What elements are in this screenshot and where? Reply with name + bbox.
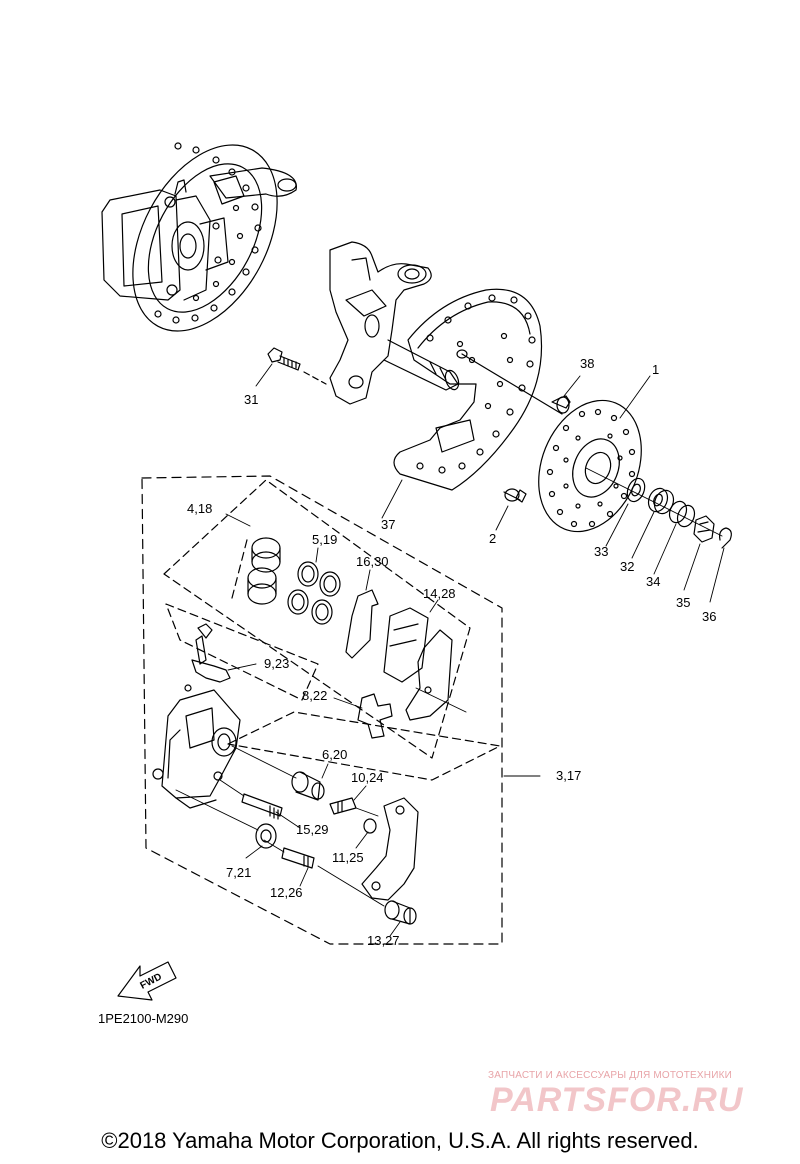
bleed-screw-9-23 xyxy=(191,623,231,683)
nut-35 xyxy=(693,515,715,543)
part-label-35: 35 xyxy=(676,595,691,610)
watermark-brand-logo: PARTSFOR.RU xyxy=(490,1081,744,1119)
washer-33 xyxy=(626,477,646,503)
part-label-14-28: 14,28 xyxy=(423,586,456,601)
watermark-tagline: ЗАПЧАСТИ И АКСЕССУАРЫ ДЛЯ МОТОТЕХНИКИ xyxy=(488,1070,733,1081)
pistons-4-18 xyxy=(247,537,281,605)
seals-5-19 xyxy=(287,561,341,625)
part-label-37: 37 xyxy=(381,517,396,532)
bolt-38 xyxy=(551,395,571,414)
seal-kit-outline xyxy=(165,603,319,701)
assembly-axis-lines xyxy=(175,687,467,907)
part-label-2: 2 xyxy=(489,531,497,546)
part-label-3-17: 3,17 xyxy=(556,768,582,783)
bolt-31 xyxy=(267,347,327,385)
slide-pin-15-29 xyxy=(241,793,283,820)
cotter-pin-36 xyxy=(719,527,732,549)
brake-pads-14-28 xyxy=(383,607,453,721)
pad-spring-8-22 xyxy=(357,693,393,739)
bearing-32 xyxy=(647,487,675,515)
assembled-inset-view xyxy=(101,142,297,332)
part-label-9-23: 9,23 xyxy=(264,656,290,671)
boot-7-21 xyxy=(255,823,277,849)
steering-knuckle xyxy=(329,241,460,405)
leader-lines xyxy=(225,363,725,937)
bushing-13-27 xyxy=(384,900,417,925)
part-label-15-29: 15,29 xyxy=(296,822,329,837)
part-label-11-25: 11,25 xyxy=(332,850,364,865)
pin-12-26 xyxy=(281,847,315,869)
caliper-body xyxy=(152,684,241,809)
fwd-arrow-icon xyxy=(117,961,177,1001)
shim-16-30 xyxy=(345,589,379,659)
spacer-34 xyxy=(668,500,696,528)
pad-kit-outline xyxy=(163,479,471,759)
caliper-assembly-outline xyxy=(141,475,503,945)
part-label-6-20: 6,20 xyxy=(322,747,348,762)
part-label-38: 38 xyxy=(580,356,595,371)
part-label-7-21: 7,21 xyxy=(226,865,252,880)
part-label-13-27: 13,27 xyxy=(367,933,400,948)
part-label-12-26: 12,26 xyxy=(270,885,303,900)
o-ring-11-25 xyxy=(363,818,377,834)
brake-disc-1 xyxy=(538,399,642,533)
brake-guard-37 xyxy=(393,288,563,491)
bolt-2 xyxy=(503,488,527,503)
collar-6-20 xyxy=(291,771,325,801)
part-label-4-18: 4,18 xyxy=(187,501,213,516)
caliper-bracket xyxy=(361,797,419,901)
part-label-16-30: 16,30 xyxy=(356,554,389,569)
part-label-8-22: 8,22 xyxy=(302,688,328,703)
copyright-notice: ©2018 Yamaha Motor Corporation, U.S.A. A… xyxy=(101,1128,699,1153)
part-label-10-24: 10,24 xyxy=(351,770,384,785)
part-label-36: 36 xyxy=(702,609,717,624)
part-label-33: 33 xyxy=(594,544,609,559)
part-label-32: 32 xyxy=(620,559,635,574)
part-label-5-19: 5,19 xyxy=(312,532,338,547)
bolt-10-24 xyxy=(329,797,357,815)
part-label-1: 1 xyxy=(652,362,660,377)
diagram-code: 1PE2100-M290 xyxy=(98,1011,189,1026)
part-label-34: 34 xyxy=(646,574,661,589)
part-label-31: 31 xyxy=(244,392,259,407)
